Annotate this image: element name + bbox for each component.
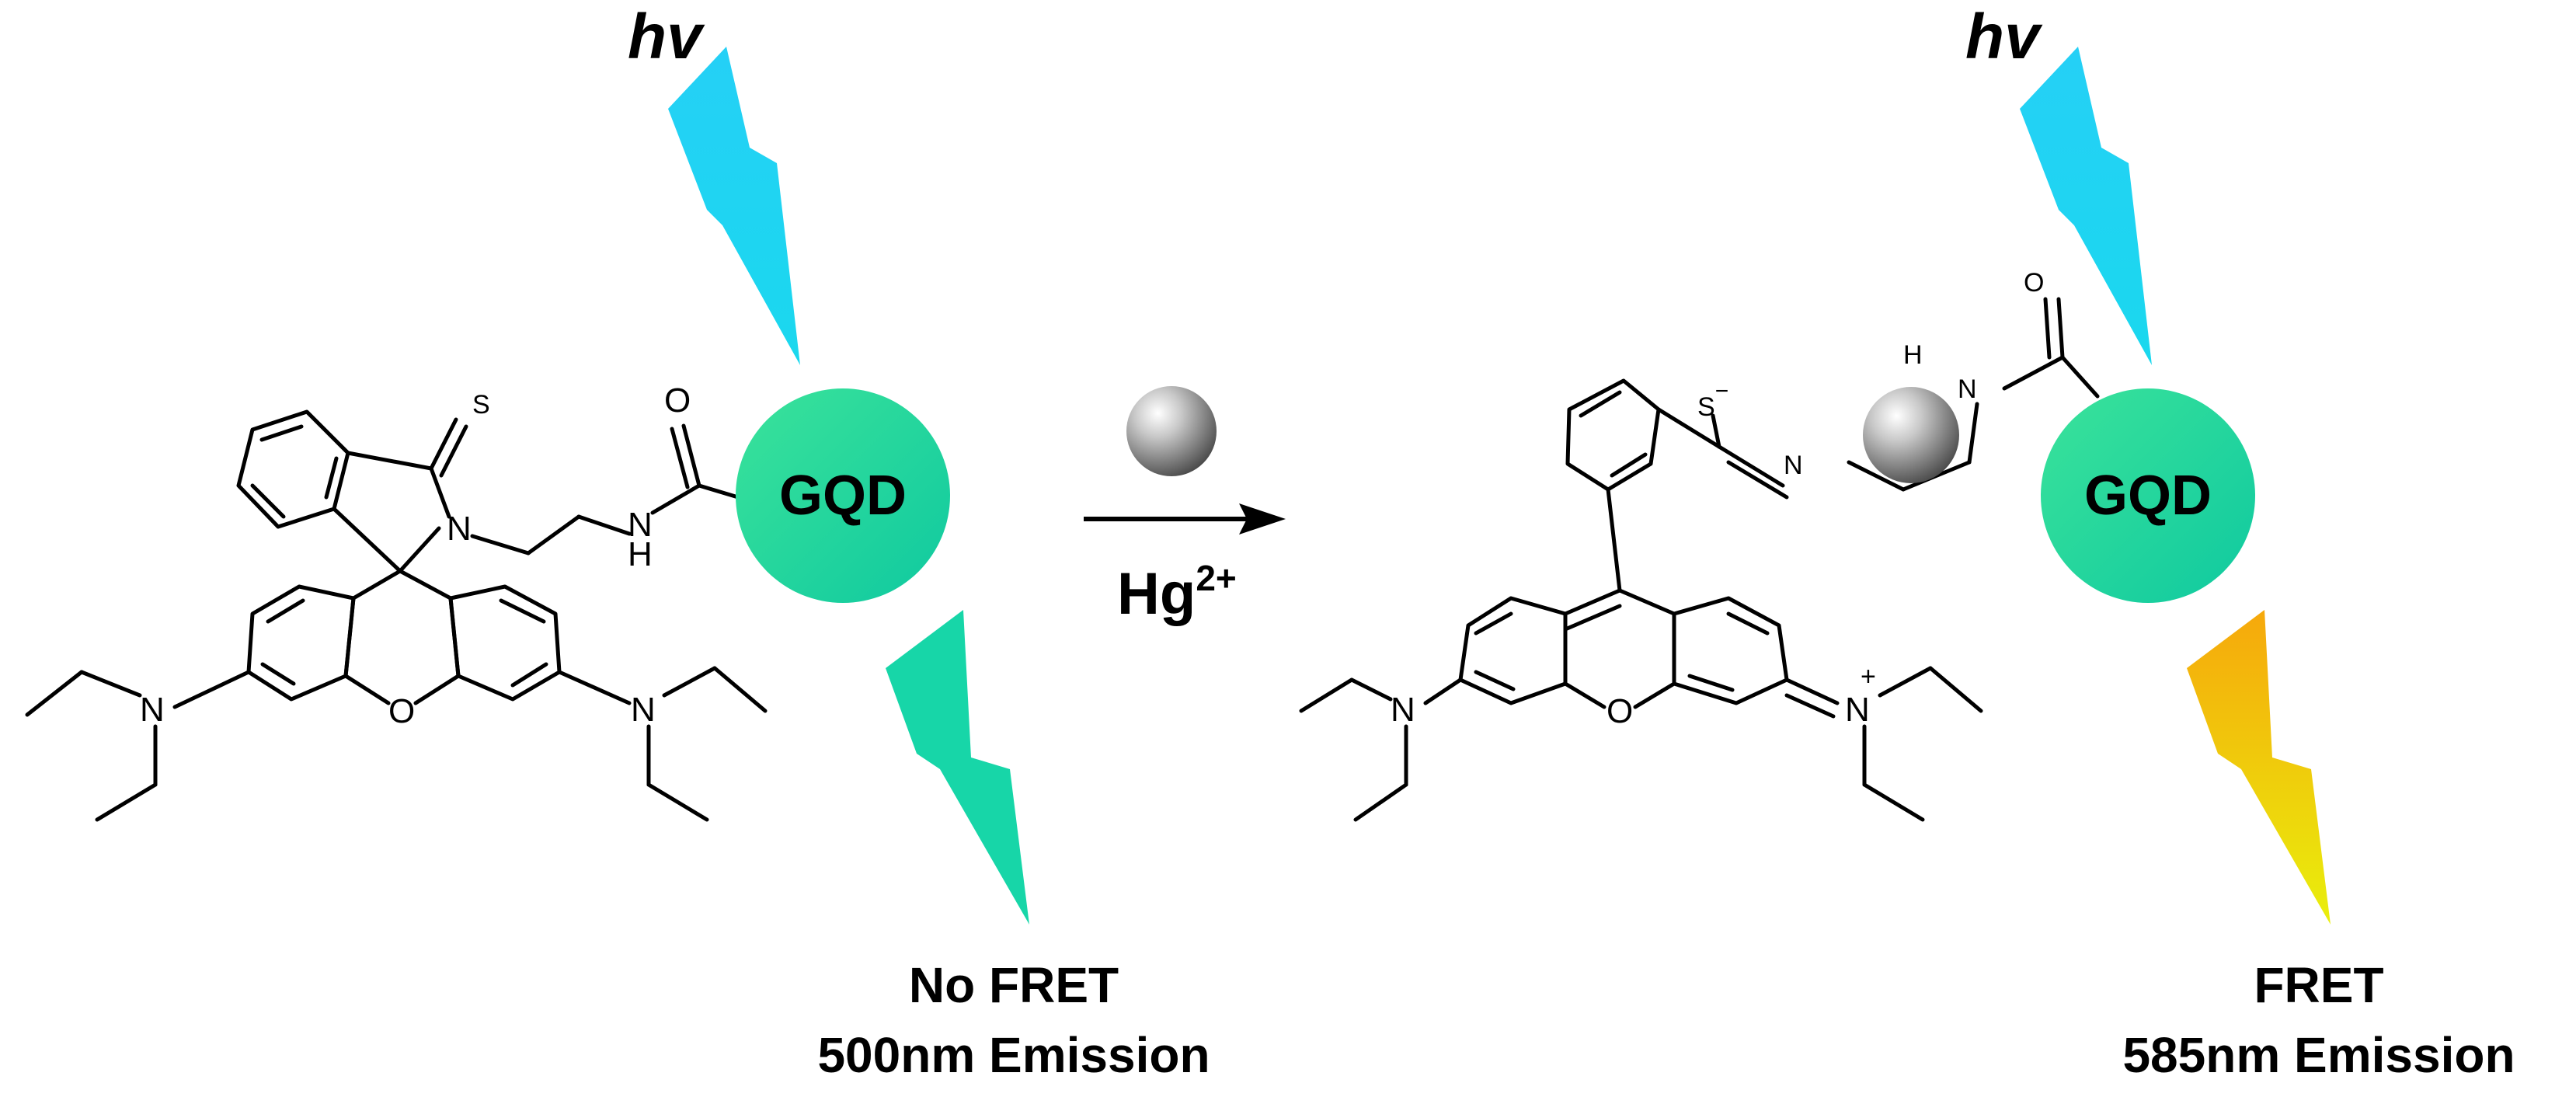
reagent-label: Hg2+ [1117,558,1237,627]
left-molecule [25,409,768,822]
reaction-arrow [1084,386,1286,535]
left-amide-nitrogen-label: N [628,506,653,544]
right-iminium-nitrogen-label: N [1845,691,1870,729]
right-molecule [1299,297,2100,822]
left-hv-bolt-icon [668,47,800,365]
left-hv-label: hv [628,2,705,72]
right-carbonyl-oxygen-label: O [2024,268,2044,298]
arrow-head-icon [1239,503,1286,535]
bound-hg-sphere-icon [1863,387,1959,483]
left-gqd-particle [736,388,950,603]
right-hv-bolt-icon [2020,47,2152,365]
right-gqd-label: GQD [2084,465,2212,527]
right-sulfur-label: S− [1697,378,1728,422]
right-ring-oxygen-label: O [1607,692,1633,730]
right-amide-hydrogen-label: H [1903,340,1923,370]
left-amide-hydrogen-label: H [628,535,653,573]
left-caption-line1: No FRET [909,957,1119,1013]
left-ring-oxygen-label: O [388,692,415,730]
right-hv-label: hv [1965,2,2043,72]
right-gqd-particle [2041,388,2255,603]
left-sulfur-label: S [472,390,490,420]
right-emission-bolt-icon [2187,610,2331,925]
left-carbonyl-oxygen-label: O [664,381,691,420]
right-amine-nitrogen-left-label: N [1391,691,1415,729]
hg-ion-sphere-icon [1126,386,1217,476]
left-gqd-label: GQD [779,465,907,527]
left-emission-bolt-icon [886,610,1029,925]
right-amide-nitrogen-label: N [1958,374,1977,404]
left-amine-nitrogen-right-label: N [631,691,656,729]
right-imine-nitrogen-label: N [1784,451,1803,480]
left-ring-nitrogen-label: N [447,510,472,548]
left-amine-nitrogen-left-label: N [140,691,165,729]
right-caption-line1: FRET [2254,957,2383,1013]
left-caption-line2: 500nm Emission [817,1027,1210,1083]
right-iminium-charge-label: + [1861,662,1876,691]
right-caption-line2: 585nm Emission [2122,1027,2515,1083]
